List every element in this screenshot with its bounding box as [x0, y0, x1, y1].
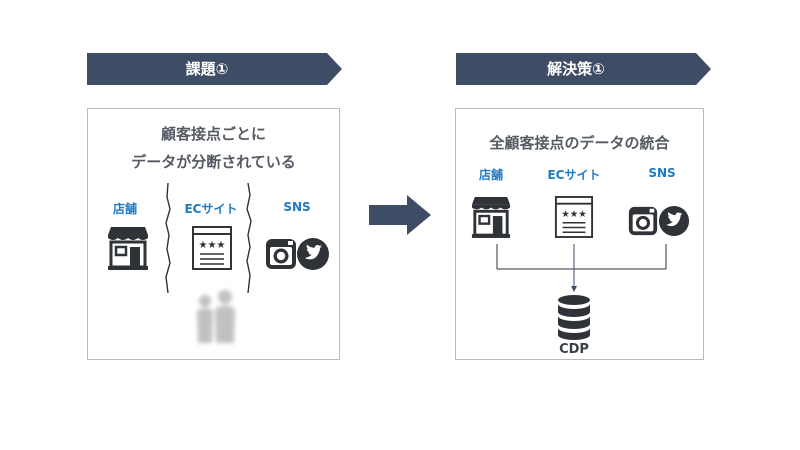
divider-crack-1 — [165, 183, 171, 293]
connector-lines — [496, 244, 667, 292]
twitter-icon — [658, 205, 690, 237]
instagram-icon — [628, 206, 658, 236]
solution-banner: 解決策① — [456, 53, 711, 85]
people-icon — [197, 290, 235, 343]
instagram-icon — [266, 239, 296, 269]
problem-banner: 課題① — [87, 53, 342, 85]
banner-shape — [456, 53, 711, 85]
svg-text:★★★: ★★★ — [561, 209, 587, 220]
problem-banner-label: 課題① — [185, 60, 229, 78]
web-page-icon: ★★★ — [554, 196, 594, 238]
channel-label-sns: SNS — [283, 200, 311, 214]
cdp-label: CDP — [559, 342, 589, 357]
divider-crack-2 — [246, 183, 252, 293]
svg-text:★★★: ★★★ — [199, 240, 226, 251]
right-arrow-icon — [369, 195, 431, 235]
channel-label-ec: ECサイト — [547, 168, 601, 182]
store-icon — [471, 197, 511, 238]
channel-label-ec: ECサイト — [184, 202, 238, 216]
twitter-icon — [297, 238, 329, 270]
problem-panel: 顧客接点ごとに データが分断されている 店舗 ECサイト SNS ★★★ — [87, 108, 340, 360]
problem-heading-line2: データが分断されている — [131, 153, 296, 171]
problem-heading-line1: 顧客接点ごとに — [160, 125, 266, 143]
channel-label-store: 店舗 — [112, 202, 137, 216]
web-page-icon: ★★★ — [192, 226, 232, 270]
solution-panel: 全顧客接点のデータの統合 店舗 ECサイト SNS ★★★ — [455, 108, 704, 360]
solution-heading: 全顧客接点のデータの統合 — [489, 134, 670, 152]
database-icon — [558, 295, 590, 340]
solution-banner-label: 解決策① — [547, 60, 605, 78]
banner-shape — [87, 53, 342, 85]
channel-label-sns: SNS — [648, 166, 676, 180]
channel-label-store: 店舗 — [478, 168, 503, 182]
store-icon — [108, 227, 148, 270]
